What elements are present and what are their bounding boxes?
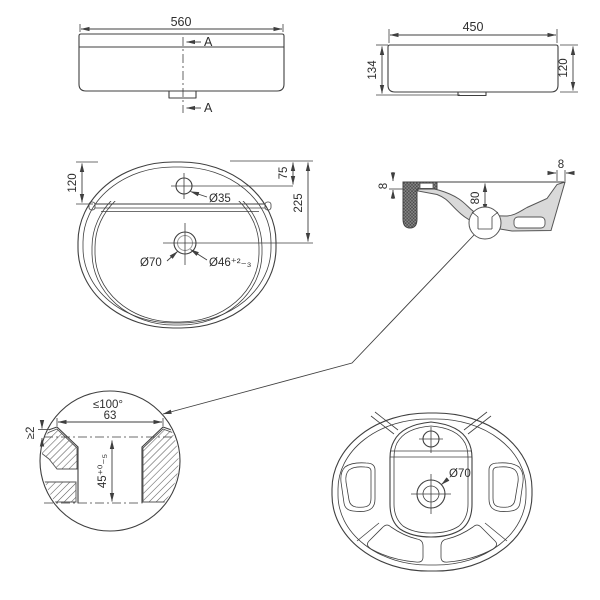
side-drain-tab bbox=[457, 91, 487, 97]
dim-label-8-right: 8 bbox=[558, 159, 564, 171]
dim-label-560: 560 bbox=[171, 15, 192, 29]
section-label-top: A bbox=[204, 35, 213, 49]
section-label-bottom: A bbox=[204, 101, 213, 115]
label-drain-hole-dia: Ø46⁺²₋₃ bbox=[209, 257, 252, 269]
leader-drain-hole-dia bbox=[190, 249, 208, 261]
dim-label-80: 80 bbox=[470, 192, 482, 205]
front-view: 560 A A bbox=[78, 15, 285, 115]
top-basin-outline bbox=[91, 201, 263, 326]
shelf-end-cap-left bbox=[88, 201, 96, 211]
bottom-bowl-inner bbox=[393, 425, 469, 534]
bottom-cell-right bbox=[440, 524, 497, 563]
bottom-cell-left bbox=[367, 524, 424, 563]
dim-label-min-edge: ≥2 bbox=[25, 427, 37, 440]
leader-faucet-dia bbox=[190, 191, 208, 198]
detail-leader-line bbox=[162, 234, 475, 415]
section-rim-slot bbox=[419, 182, 434, 189]
detail-view: ≤100° 63 ≥2 45⁺⁰₋₅ bbox=[25, 390, 181, 532]
dim-label-225: 225 bbox=[293, 193, 305, 212]
leader-bottom-drain-dia bbox=[441, 477, 450, 485]
bottom-recess-left-inner bbox=[345, 466, 372, 508]
dim-label-120-side: 120 bbox=[558, 58, 570, 77]
detail-balloon-sketch bbox=[471, 211, 499, 230]
label-bottom-drain-dia: Ø70 bbox=[449, 468, 471, 480]
top-view: 120 75 225 Ø35 Ø70 Ø46⁺²₋₃ bbox=[67, 160, 313, 329]
bottom-outer-rim bbox=[331, 412, 533, 572]
section-foot-recess bbox=[513, 216, 546, 229]
bottom-recess-right-inner bbox=[492, 466, 519, 508]
top-outer-rim bbox=[77, 161, 277, 329]
detail-balloon-circle bbox=[468, 206, 502, 240]
dim-label-8-left: 8 bbox=[378, 183, 390, 189]
bottom-view: Ø70 bbox=[331, 411, 533, 572]
dim-label-450: 450 bbox=[463, 20, 484, 34]
dim-label-134: 134 bbox=[367, 60, 379, 80]
side-body-outline bbox=[387, 44, 559, 93]
bottom-ribs bbox=[356, 411, 508, 542]
top-basin-inner-line bbox=[94, 201, 260, 323]
bottom-inner-rim bbox=[337, 418, 527, 566]
detail-hatch-right bbox=[142, 428, 179, 503]
bottom-bowl-outer bbox=[389, 421, 473, 538]
label-faucet-dia: Ø35 bbox=[209, 193, 231, 205]
front-body-outline bbox=[78, 33, 285, 92]
dim-label-120-top: 120 bbox=[67, 173, 79, 192]
section-view: 8 8 80 bbox=[162, 159, 575, 415]
dim-label-hole-depth: 45⁺⁰₋₅ bbox=[97, 454, 109, 489]
dim-label-75: 75 bbox=[278, 167, 290, 180]
section-cut-wall bbox=[402, 181, 438, 229]
label-cone-angle: ≤100° bbox=[93, 399, 123, 411]
side-view: 450 134 120 bbox=[367, 20, 578, 97]
leader-drain-recess-dia bbox=[166, 251, 178, 262]
detail-hatch-left-upper bbox=[41, 428, 78, 470]
label-drain-recess-dia: Ø70 bbox=[140, 257, 162, 269]
top-rim-inner-edge bbox=[82, 166, 272, 324]
shelf-end-cap-right bbox=[264, 201, 272, 211]
bottom-recess-left-outer bbox=[340, 462, 376, 512]
bottom-recess-right-outer bbox=[488, 462, 524, 512]
front-drain-tab bbox=[168, 90, 197, 99]
dim-label-63: 63 bbox=[104, 410, 117, 422]
